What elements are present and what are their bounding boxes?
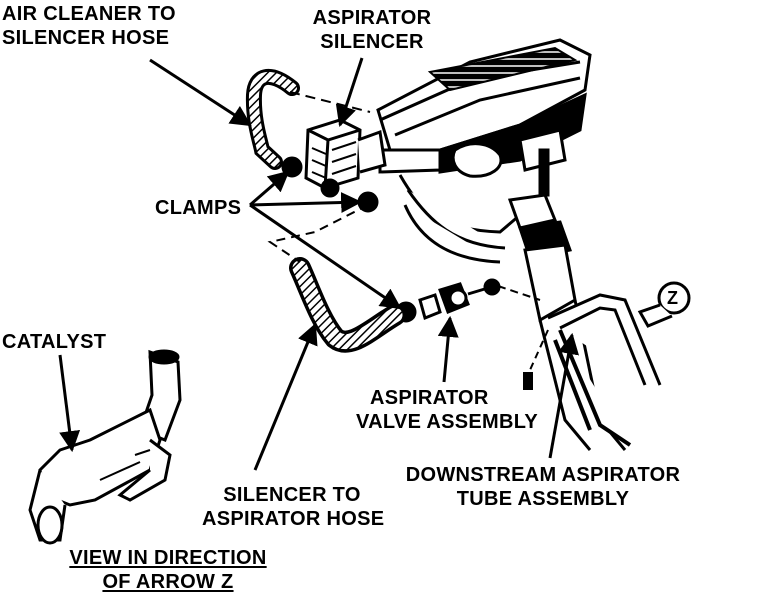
catalyst-converter [28, 349, 182, 545]
leader-clamp-1 [249, 170, 290, 207]
aspirator-valve-assembly [418, 282, 541, 321]
arrow-z-letter: Z [667, 286, 678, 310]
aspirator-silencer [304, 118, 387, 190]
label-silencer-to-aspirator-hose: SILENCER TO ASPIRATOR HOSE [202, 483, 385, 531]
leader-catalyst [58, 354, 81, 453]
leader-air-cleaner-hose [149, 58, 252, 127]
label-line: Z [667, 288, 679, 308]
leader-clamp-2 [249, 192, 363, 214]
label-line: AIR CLEANER TO [2, 3, 176, 25]
leader-aspirator-silencer [335, 57, 364, 127]
leader-clamp-3 [249, 203, 402, 310]
leader-downstream [548, 332, 580, 459]
label-line: VALVE ASSEMBLY [356, 411, 539, 433]
arrow-z-indicator [637, 281, 691, 328]
label-line: TUBE ASSEMBLY [456, 488, 630, 510]
label-clamps: CLAMPS [155, 196, 241, 220]
caption-line: VIEW IN DIRECTION [69, 547, 267, 569]
air-cleaner-housing [376, 38, 592, 197]
caption-line: OF ARROW Z [102, 571, 234, 593]
label-line: SILENCER TO [223, 484, 361, 506]
label-aspirator-silencer: ASPIRATOR SILENCER [302, 6, 442, 54]
label-line: ASPIRATOR HOSE [202, 508, 385, 530]
label-line: SILENCER HOSE [2, 27, 170, 49]
label-catalyst: CATALYST [2, 330, 106, 354]
label-air-cleaner-to-silencer-hose: AIR CLEANER TO SILENCER HOSE [2, 2, 176, 50]
label-downstream-aspirator-tube: DOWNSTREAM ASPIRATOR TUBE ASSEMBLY [388, 463, 698, 511]
label-line: DOWNSTREAM ASPIRATOR [405, 464, 681, 486]
label-line: ASPIRATOR [370, 387, 489, 409]
label-line: SILENCER [320, 31, 424, 53]
mounting-bolt [523, 372, 533, 390]
label-aspirator-valve-assembly: ASPIRATOR VALVE ASSEMBLY [356, 386, 538, 434]
clamp-silencer-mid [320, 178, 340, 198]
exhaust-pipe [523, 243, 662, 451]
leader-valve [437, 315, 459, 383]
leader-lines [58, 57, 580, 471]
caption-view-direction: VIEW IN DIRECTION OF ARROW Z [48, 546, 288, 594]
label-line: ASPIRATOR [312, 7, 432, 29]
leader-silencer-hose [253, 323, 318, 471]
label-line: CATALYST [2, 331, 107, 353]
label-line: CLAMPS [155, 197, 242, 219]
